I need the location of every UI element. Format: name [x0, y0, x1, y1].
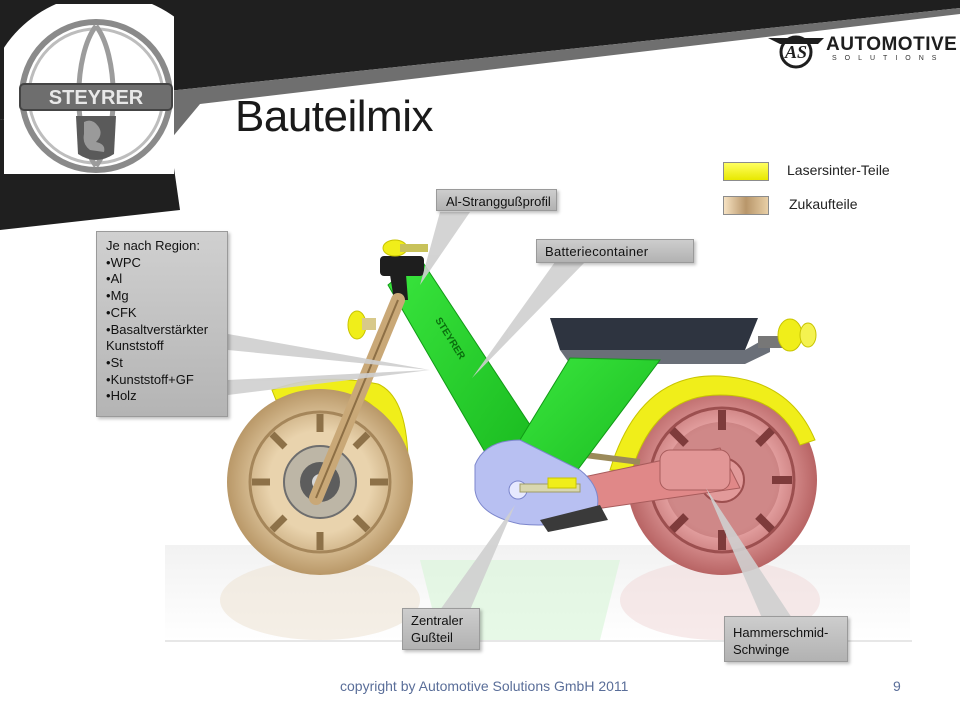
callout-swing-line2: Schwinge: [733, 642, 790, 657]
region-heading: Je nach Region:: [106, 238, 200, 253]
region-material-list: WPC Al Mg CFK Basaltverstärkter Kunststo…: [106, 255, 227, 405]
region-material-box: Je nach Region: WPC Al Mg CFK Basaltvers…: [96, 231, 228, 417]
legend-swatch-lasersinter: [723, 162, 769, 181]
callout-al-profile: Al-Stranggußprofil: [436, 189, 557, 211]
region-item: Kunststoff+GF: [106, 372, 227, 389]
callout-al-profile-text: Al-Stranggußprofil: [446, 194, 551, 209]
callout-central-cast-line2: Gußteil: [411, 630, 453, 645]
page-title: Bauteilmix: [235, 92, 433, 141]
region-item: Holz: [106, 388, 227, 405]
callout-swing-line1: Hammerschmid-: [733, 625, 829, 640]
callout-battery-text: Batteriecontainer: [545, 244, 649, 259]
brand-mark: AS: [784, 42, 807, 62]
steyrer-logo-text: STEYRER: [49, 87, 144, 109]
footer-copyright: copyright by Automotive Solutions GmbH 2…: [340, 678, 629, 694]
region-item: St: [106, 355, 227, 372]
region-item: Basaltverstärkter Kunststoff: [106, 322, 222, 355]
brand-sub: SOLUTIONS: [832, 55, 945, 62]
legend-swatch-zukaufteile: [723, 196, 769, 215]
callout-battery: Batteriecontainer: [536, 239, 694, 263]
legend-label-zukaufteile: Zukaufteile: [789, 196, 858, 212]
callout-central-cast-line1: Zentraler: [411, 613, 464, 628]
brand-name: AUTOMOTIVE: [826, 34, 958, 55]
page-number: 9: [893, 678, 901, 694]
automotive-solutions-logo: AS: [768, 35, 824, 69]
region-item: Mg: [106, 288, 227, 305]
callout-central-cast: Zentraler Gußteil: [402, 608, 480, 650]
steyrer-logo: STEYRER: [4, 4, 174, 174]
legend-label-lasersinter: Lasersinter-Teile: [787, 162, 890, 178]
region-item: WPC: [106, 255, 227, 272]
region-item: Al: [106, 271, 227, 288]
callout-swing: Hammerschmid- Schwinge: [724, 616, 848, 662]
region-item: CFK: [106, 305, 227, 322]
